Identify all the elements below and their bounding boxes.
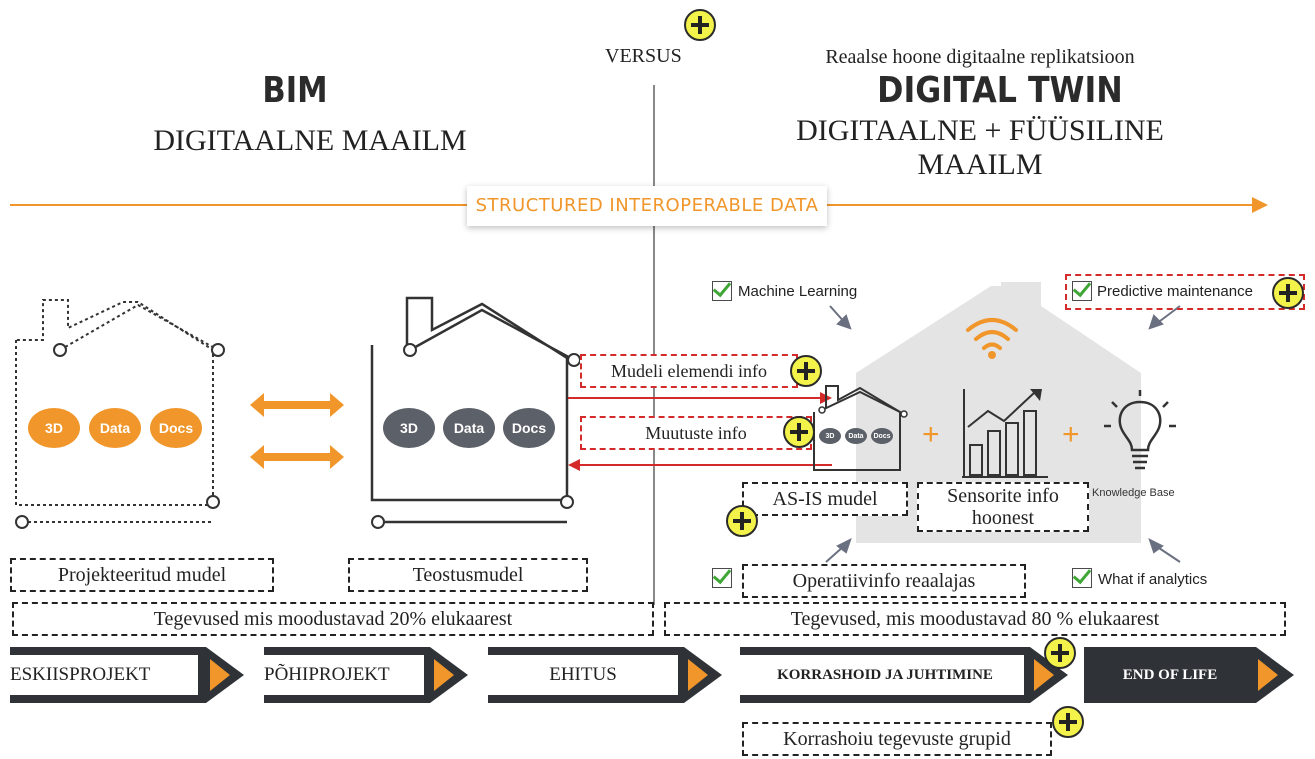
as-built-3d-circle: 3D [383,408,435,448]
check-icon-predictive [1072,281,1092,301]
versus-label: VERSUS [605,45,682,67]
bim-subtitle: DIGITAALNE MAAILM [153,124,467,157]
sensor-info-box: Sensorite info hoonest [917,482,1089,532]
add-icon-versus[interactable] [684,9,716,41]
add-icon-maintenance-groups[interactable] [1052,706,1084,738]
what-if-label: What if analytics [1098,571,1208,588]
add-icon-maintenance[interactable] [1044,637,1076,669]
twin-subtitle-line2: MAAILM [917,148,1043,181]
phase-construction: EHITUS [549,664,617,685]
designed-model-label: Projekteeritud mudel [10,558,274,592]
element-info-box: Mudeli elemendi info [580,354,798,388]
as-is-house-icon [813,385,908,471]
phase-chevrons [10,647,1294,703]
as-is-model-box: AS-IS mudel [742,482,908,516]
lifecycle-80-box: Tegevused, mis moodustavad 80 % elukaare… [664,602,1286,636]
as-built-docs-circle: Docs [503,408,555,448]
add-icon-changes-info[interactable] [783,416,815,448]
as-built-house-outline [370,296,581,529]
as-is-3d-circle: 3D [819,428,841,444]
add-icon-predictive[interactable] [1272,277,1304,309]
phase-main-design: PÕHIPROJEKT [264,664,390,685]
feature-pointer-arrows [825,305,1181,563]
phase-sketch-design: ESKIISPROJEKT [10,664,151,685]
twin-caption: Reaalse hoone digitaalne replikatsioon [825,46,1135,68]
plus-sign-2: + [1062,418,1080,451]
operative-info-box: Operatiivinfo reaalajas [742,564,1026,598]
designed-data-circle: Data [89,408,141,448]
as-built-model-label: Teostusmudel [348,558,588,592]
add-icon-element-info[interactable] [790,355,822,387]
twin-subtitle-line1: DIGITAALNE + FÜÜSILINE [796,114,1164,147]
bim-title: BIM [262,70,328,111]
wifi-icon [966,318,1018,359]
center-divider [653,85,655,605]
phase-maintenance: KORRASHOID JA JUHTIMINE [777,666,993,683]
designed-docs-circle: Docs [150,408,202,448]
as-built-data-circle: Data [443,408,495,448]
as-is-data-circle: Data [845,428,867,444]
phase-end-of-life: END OF LIFE [1122,666,1218,683]
twin-house-silhouette [856,282,1141,543]
plus-sign-1: + [922,418,940,451]
data-banner: STRUCTURED INTEROPERABLE DATA [467,186,827,226]
sensor-info-line2: hoonest [971,507,1035,529]
check-icon-machine-learning [712,281,732,301]
predictive-maintenance-label: Predictive maintenance [1097,283,1253,300]
predictive-maintenance-box [1065,274,1305,310]
check-icon-what-if [1072,568,1092,588]
changes-info-box: Muutuste info [580,416,812,450]
knowledge-base-label: Knowledge Base [1092,487,1175,499]
sensor-info-line1: Sensorite info [947,485,1059,507]
twin-title: DIGITAL TWIN [877,70,1123,111]
maintenance-groups-box: Korrashoiu tegevuste grupid [742,722,1052,756]
add-icon-as-is[interactable] [726,505,758,537]
machine-learning-label: Machine Learning [738,283,858,300]
lifecycle-20-box: Tegevused mis moodustavad 20% elukaarest [12,602,654,636]
sensor-chart-icon [962,389,1048,478]
as-is-docs-circle: Docs [871,428,893,444]
designed-3d-circle: 3D [28,408,80,448]
lightbulb-icon [1104,390,1176,470]
check-icon-operative [712,568,732,588]
designed-house-outline [15,299,225,529]
exchange-arrows [250,393,344,469]
